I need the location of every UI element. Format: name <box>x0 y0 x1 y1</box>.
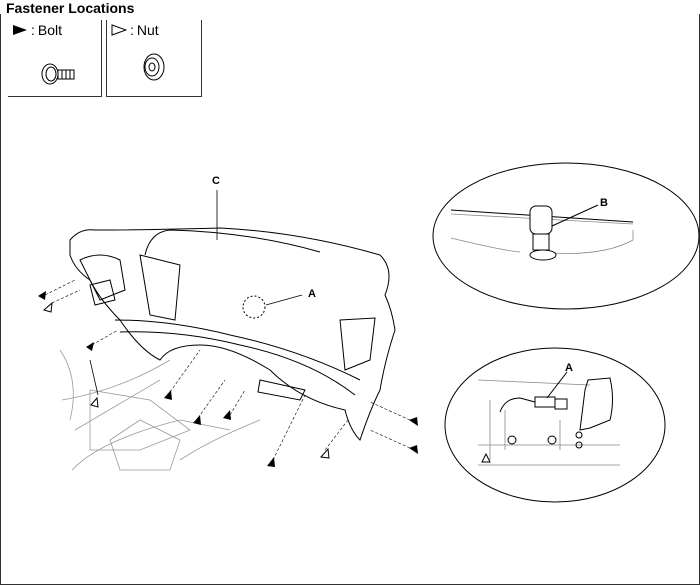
callout-a-main: A <box>308 288 316 300</box>
bolt-marker <box>164 390 172 400</box>
airbag-zone-a <box>242 295 266 319</box>
legend-label-bolt: Bolt <box>37 22 63 38</box>
legend-bolt: : Bolt <box>8 20 102 97</box>
nut-marker <box>320 447 330 459</box>
page-title: Fastener Locations <box>6 0 135 16</box>
bolt-marker <box>267 457 275 467</box>
bolt-marker <box>223 410 231 420</box>
fastener-dashed-lines <box>44 279 411 461</box>
background-parts <box>59 349 261 471</box>
bolt-marker <box>86 342 94 351</box>
detail-a <box>444 347 666 503</box>
nut-marker <box>90 396 99 408</box>
bolt-marker <box>409 417 418 426</box>
filled-triangle-icon <box>13 25 27 35</box>
nut-marker <box>481 452 491 463</box>
callout-b-detail: B <box>600 197 608 209</box>
detail-b <box>432 162 700 310</box>
bolt-marker <box>38 291 46 300</box>
callout-a-detail: A <box>565 362 573 374</box>
bolt-icon <box>41 63 75 85</box>
separator: : <box>130 22 134 38</box>
nut-marker <box>42 301 53 313</box>
callout-c: C <box>212 175 220 187</box>
separator: : <box>31 22 35 38</box>
legend-nut: : Nut <box>106 20 202 97</box>
bolt-markers <box>38 291 418 467</box>
bolt-marker <box>193 415 201 425</box>
outline-triangle-icon <box>111 24 127 36</box>
bolt-marker <box>409 445 418 454</box>
nut-markers <box>42 301 491 463</box>
leader-lines <box>89 190 303 396</box>
nut-icon <box>143 53 165 81</box>
dashboard-outline <box>69 227 396 441</box>
legend-label-nut: Nut <box>136 22 159 38</box>
